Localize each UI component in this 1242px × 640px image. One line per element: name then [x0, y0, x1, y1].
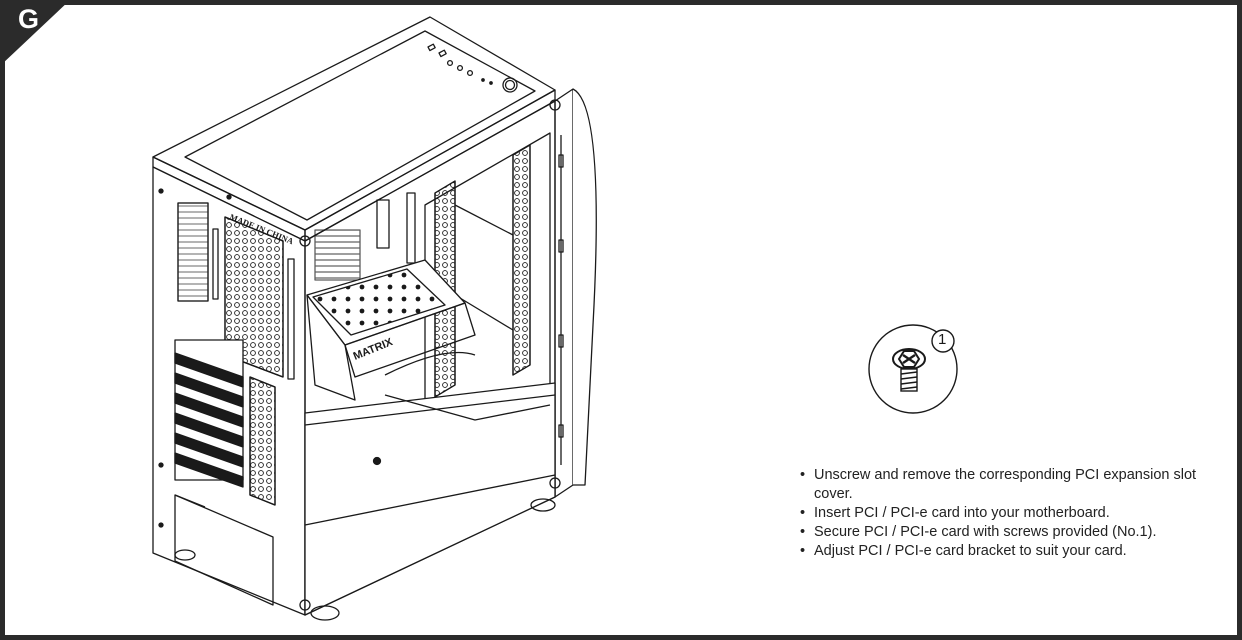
instruction-text: Insert PCI / PCI-e card into your mother…	[814, 505, 1110, 521]
step-label: G	[18, 4, 40, 34]
instruction-item: • Adjust PCI / PCI-e card bracket to sui…	[798, 542, 1218, 561]
screw-icon	[868, 324, 958, 414]
instruction-text: Unscrew and remove the corresponding PCI…	[814, 467, 1197, 502]
instruction-item: • Secure PCI / PCI-e card with screws pr…	[798, 523, 1218, 542]
instruction-text: Adjust PCI / PCI-e card bracket to suit …	[814, 543, 1127, 559]
bullet-glyph: •	[800, 524, 806, 540]
bullet-glyph: •	[800, 505, 806, 521]
pc-case-illustration: MADE IN CHINA	[152, 16, 597, 621]
instruction-item: • Unscrew and remove the corresponding P…	[798, 466, 1218, 504]
bullet-glyph: •	[800, 467, 806, 483]
instruction-item: • Insert PCI / PCI-e card into your moth…	[798, 504, 1218, 523]
instruction-text: Secure PCI / PCI-e card with screws prov…	[814, 524, 1157, 540]
screw-callout: 1	[867, 311, 977, 423]
step-badge-shape	[5, 5, 65, 62]
step-badge: G	[5, 4, 70, 66]
callout-number: 1	[938, 331, 947, 348]
instruction-list: • Unscrew and remove the corresponding P…	[798, 466, 1218, 561]
bullet-glyph: •	[800, 543, 806, 559]
